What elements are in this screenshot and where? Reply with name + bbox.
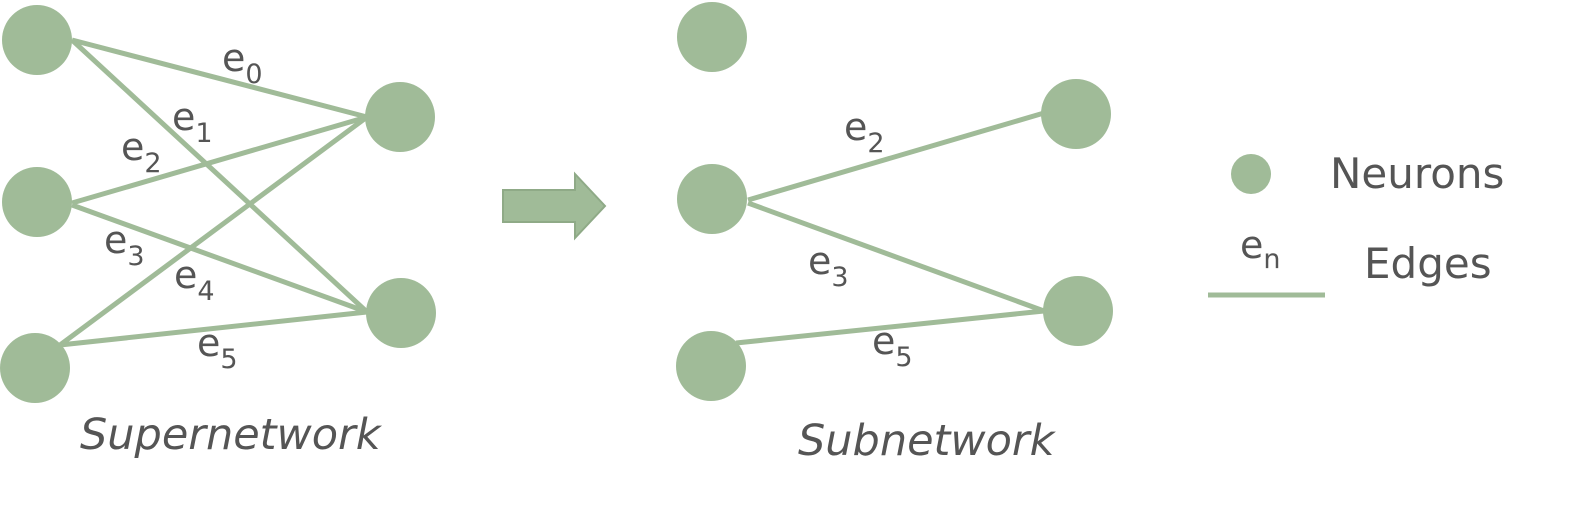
legend-edge-symbol: en [1240,223,1281,275]
super-edge-label-e5: e5 [197,321,238,375]
super-edge-e5 [59,309,368,348]
subnetwork-neurons [676,2,1113,401]
super-edge-label-e3: e3 [104,218,145,272]
legend-neuron-icon [1231,154,1271,194]
super-edge-label-e0: e0 [222,36,263,90]
super-edge-e4 [58,114,369,348]
sub-neuron-out-1 [1041,79,1111,149]
supernetwork-edge-labels: e0 e1 e2 e3 e4 e5 [104,36,263,375]
super-edge-e1 [70,38,369,314]
super-neuron-out-1 [365,82,435,152]
sub-edge-label-e3: e3 [808,239,849,293]
subnetwork-caption: Subnetwork [798,416,1057,466]
super-edge-label-e1: e1 [172,95,213,149]
sub-edge-e2 [747,110,1045,203]
sub-neuron-in-3 [676,331,746,401]
right-arrow-icon [502,171,607,241]
super-neuron-in-1 [2,5,72,75]
supernetwork-caption: Supernetwork [80,410,383,460]
super-neuron-in-3 [0,333,70,403]
legend-neurons-label: Neurons [1330,149,1504,198]
sub-edge-e3 [747,200,1045,314]
super-edge-e0 [71,37,368,120]
legend-edges-label: Edges [1364,239,1492,288]
supernetwork-neurons [0,5,436,403]
sub-edge-e5 [735,308,1045,346]
sub-edge-label-e2: e2 [844,105,885,159]
subnetwork-edges [735,110,1045,346]
sub-neuron-out-2 [1043,276,1113,346]
supernetwork-edges [58,37,369,348]
sub-neuron-in-2 [677,164,747,234]
subnetwork-edge-labels: e2 e3 e5 [808,105,913,373]
sub-neuron-in-1 [677,2,747,72]
legend: Neurons en Edges [1208,149,1504,298]
super-neuron-out-2 [366,278,436,348]
super-neuron-in-2 [2,167,72,237]
super-edge-e2 [71,114,368,206]
super-edge-e3 [71,202,368,315]
super-edge-label-e2: e2 [121,125,162,179]
sub-edge-label-e5: e5 [872,319,913,373]
super-edge-label-e4: e4 [174,253,215,307]
